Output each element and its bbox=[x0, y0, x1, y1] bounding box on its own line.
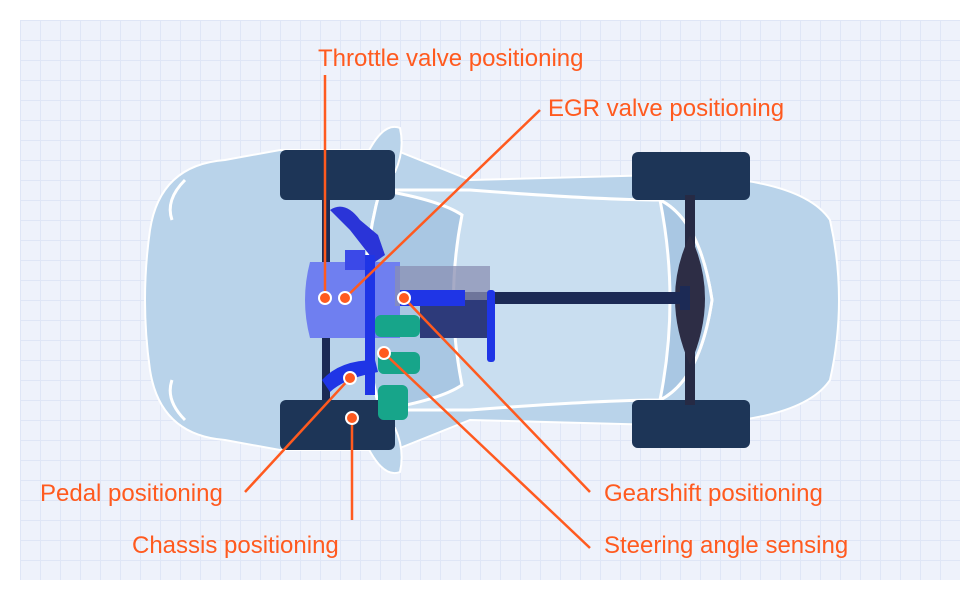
gearbox-unit bbox=[420, 300, 490, 338]
wheel-rear-right bbox=[632, 400, 750, 448]
dot-pedal bbox=[343, 371, 357, 385]
wheel-rear-left bbox=[632, 152, 750, 200]
pedal-accelerator bbox=[375, 315, 420, 337]
callout-line-egr bbox=[344, 109, 541, 299]
dot-gearshift bbox=[397, 291, 411, 305]
dot-chassis bbox=[345, 411, 359, 425]
callout-lines bbox=[244, 75, 591, 549]
dot-throttle bbox=[318, 291, 332, 305]
throttle-body bbox=[345, 250, 365, 270]
headlight-right bbox=[168, 379, 187, 422]
driveshaft-end bbox=[680, 286, 690, 310]
dot-steering bbox=[377, 346, 391, 360]
label-throttle: Throttle valve positioning bbox=[318, 45, 584, 72]
wheel-front-left bbox=[280, 150, 395, 200]
steering-link-top bbox=[330, 206, 385, 262]
gearshift-block bbox=[400, 290, 465, 306]
pedal-clutch bbox=[378, 385, 408, 420]
label-gearshift: Gearshift positioning bbox=[604, 480, 823, 507]
wheel-front-right bbox=[280, 400, 395, 450]
label-steering: Steering angle sensing bbox=[604, 532, 849, 559]
label-pedal: Pedal positioning bbox=[40, 480, 223, 507]
callout-line-steering bbox=[383, 352, 591, 549]
gearshift-lever bbox=[487, 290, 495, 362]
headlight-left bbox=[168, 178, 187, 221]
label-chassis: Chassis positioning bbox=[132, 532, 339, 559]
label-egr: EGR valve positioning bbox=[548, 95, 785, 122]
callout-dots bbox=[318, 291, 411, 425]
steering-column bbox=[365, 255, 375, 395]
dot-egr bbox=[338, 291, 352, 305]
callout-line-gearshift bbox=[403, 297, 591, 493]
callout-line-pedal bbox=[244, 377, 351, 493]
